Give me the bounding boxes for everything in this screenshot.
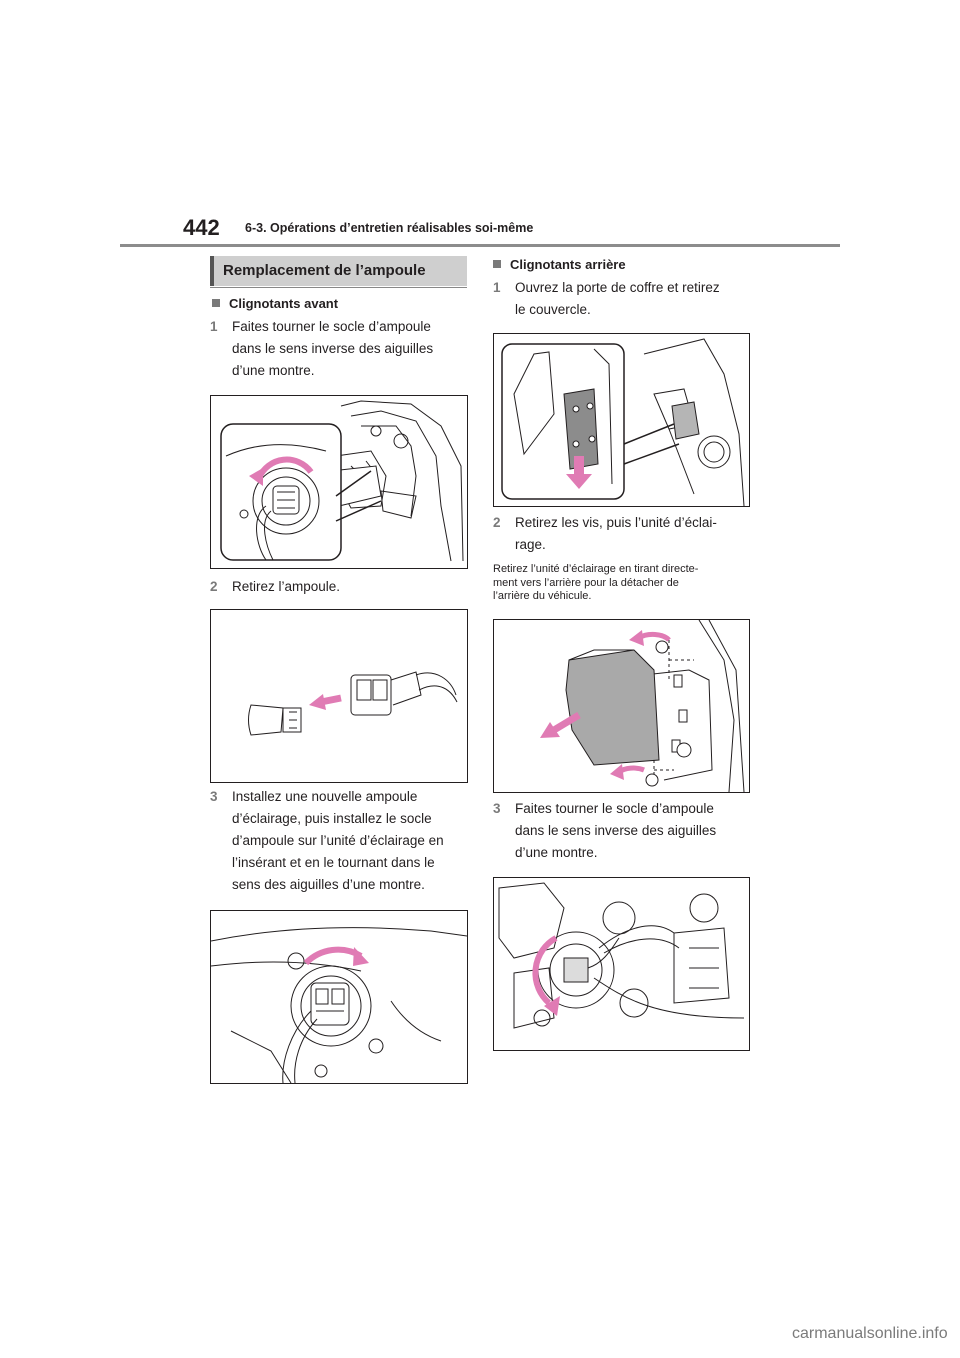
step-number: 3	[493, 801, 501, 816]
step-line: l’insérant et en le tournant dans le	[232, 855, 435, 870]
rear-heading: Clignotants arrière	[493, 257, 626, 272]
front-step-1: 1 Faites tourner le socle d’ampoule dans…	[210, 316, 470, 382]
section-fill	[214, 256, 467, 286]
page-number: 442	[183, 215, 220, 240]
rear-note: Retirez l’unité d’éclairage en tirant di…	[493, 563, 753, 604]
step-line: Retirez l’ampoule.	[232, 579, 341, 594]
step-line: d’ampoule sur l’unité d’éclairage en	[232, 833, 444, 848]
illustration-rear-cover	[493, 333, 750, 507]
step-number: 2	[210, 579, 218, 594]
step-line: Ouvrez la porte de coffre et retirez	[515, 280, 720, 295]
illustration-rear-socket-turn	[493, 877, 750, 1051]
note-line: l’arrière du véhicule.	[493, 590, 592, 602]
section-title: Remplacement de l’ampoule	[223, 262, 426, 279]
section-heading: Remplacement de l’ampoule	[210, 256, 467, 288]
illustration-front-socket-install	[210, 910, 468, 1084]
step-line: rage.	[515, 537, 546, 552]
note-line: Retirez l’unité d’éclairage en tirant di…	[493, 563, 699, 575]
front-step-3: 3 Installez une nouvelle ampoule d’éclai…	[210, 786, 470, 896]
rear-step-3: 3 Faites tourner le socle d’ampoule dans…	[493, 798, 753, 864]
header-rule	[120, 244, 840, 247]
square-bullet-icon	[493, 260, 501, 268]
step-line: Installez une nouvelle ampoule	[232, 789, 418, 804]
step-number: 3	[210, 789, 218, 804]
square-bullet-icon	[212, 299, 220, 307]
footer-watermark[interactable]: carmanualsonline.info	[792, 1325, 948, 1342]
step-number: 1	[210, 319, 218, 334]
chapter-title: 6-3. Opérations d’entretien réalisables …	[245, 221, 534, 235]
rear-heading-text: Clignotants arrière	[510, 257, 626, 272]
front-step-2: 2 Retirez l’ampoule.	[210, 576, 470, 598]
step-number: 1	[493, 280, 501, 295]
step-line: le couvercle.	[515, 302, 591, 317]
illustration-front-socket-turn	[210, 395, 468, 569]
front-heading: Clignotants avant	[212, 296, 338, 311]
step-line: Retirez les vis, puis l’unité d’éclai-	[515, 515, 717, 530]
step-line: Faites tourner le socle d’ampoule	[232, 319, 431, 334]
section-underline	[210, 287, 467, 288]
section-bar	[210, 256, 214, 286]
note-line: ment vers l’arrière pour la détacher de	[493, 576, 679, 589]
rear-step-1: 1 Ouvrez la porte de coffre et retirez l…	[493, 277, 753, 321]
step-line: Faites tourner le socle d’ampoule	[515, 801, 714, 816]
step-line: d’éclairage, puis installez le socle	[232, 811, 432, 826]
illustration-front-bulb-remove	[210, 609, 468, 783]
step-line: dans le sens inverse des aiguilles	[232, 341, 434, 356]
front-heading-text: Clignotants avant	[229, 296, 339, 311]
step-line: dans le sens inverse des aiguilles	[515, 823, 717, 838]
step-line: sens des aiguilles d’une montre.	[232, 877, 425, 892]
illustration-rear-unit-remove	[493, 619, 750, 793]
step-line: d’une montre.	[232, 363, 315, 378]
rear-step-2: 2 Retirez les vis, puis l’unité d’éclai-…	[493, 512, 753, 556]
step-line: d’une montre.	[515, 845, 598, 860]
step-number: 2	[493, 515, 501, 530]
